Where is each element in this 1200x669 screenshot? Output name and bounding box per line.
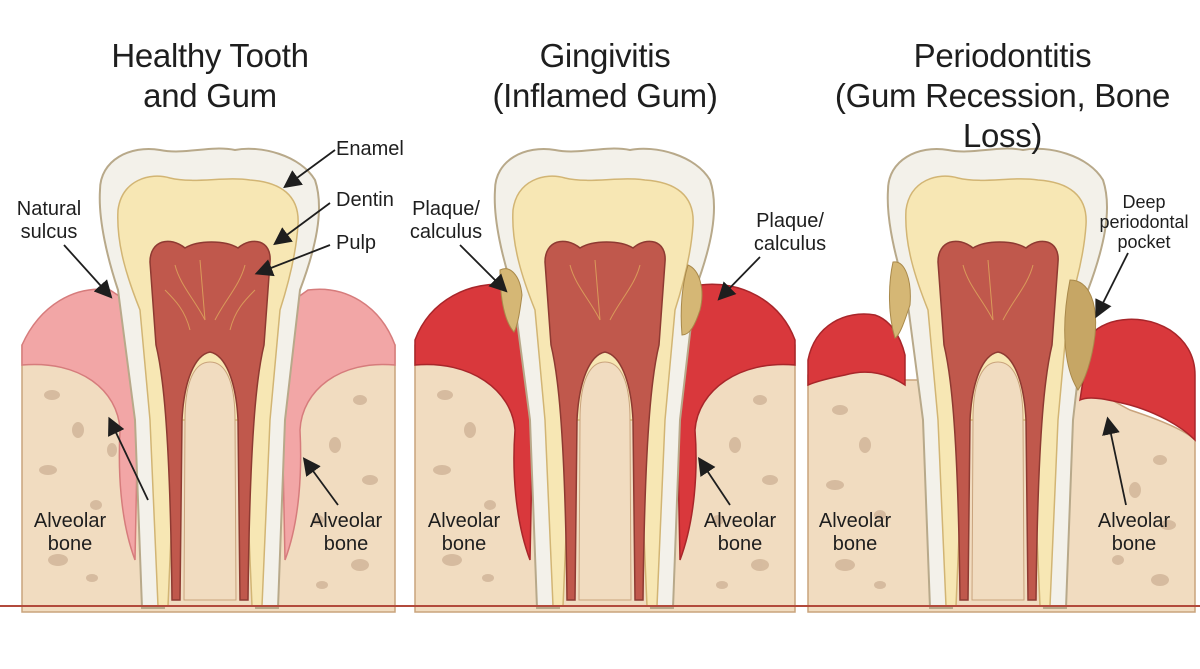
label-natural-sulcus: Natural sulcus [16,198,82,243]
label-alveolar-bone-2-left: Alveolar bone [427,510,501,555]
calculus-pocket-periodontitis [1064,279,1097,391]
label-alveolar-bone-1-right: Alveolar bone [309,510,383,555]
gum-inflamed-right [674,283,796,561]
inner-dentin-healthy [183,361,237,601]
panel-1-title: Healthy Tooth and Gum [60,36,360,116]
arrow-plaque-left [459,244,508,293]
leader-arrows [63,149,1129,506]
panel-3-title-line2: (Gum Recession, Bone Loss) [834,77,1171,154]
label-enamel: Enamel [336,138,404,160]
panel-3-title: Periodontitis (Gum Recession, Bone Loss) [805,36,1200,156]
panel-2-title: Gingivitis (Inflamed Gum) [450,36,760,116]
panel-2-title-line1: Gingivitis [539,37,671,74]
gum-inflamed-left [414,283,536,561]
arrow-dentin [273,202,331,246]
arrow-enamel [283,149,336,189]
label-alveolar-bone-1-left: Alveolar bone [33,510,107,555]
nerves-gingivitis [569,259,641,321]
pulp-healthy [149,240,271,601]
arrow-pulp [254,244,331,277]
arrow-alveolar-right-2 [698,457,731,506]
panel-3-title-line1: Periodontitis [913,37,1092,74]
label-alveolar-bone-3-left: Alveolar bone [818,510,892,555]
label-plaque-right: Plaque/ calculus [753,210,827,255]
gum-receded-left [807,313,906,387]
label-dentin: Dentin [336,189,394,211]
gum-healthy-right [279,288,396,561]
arrow-alveolar-right-3 [1102,416,1127,506]
arrow-alveolar-left-1 [108,416,149,501]
plaque-left-periodontitis [888,261,911,339]
arrow-deep-pocket [1095,252,1129,319]
nerves-periodontitis [962,259,1034,321]
panel-healthy [0,147,420,613]
panel-1-title-line2: and Gum [143,77,277,114]
plaque-right-gingivitis [680,264,703,336]
arrow-alveolar-right-1 [302,457,339,506]
panel-periodontitis [805,147,1200,613]
pulp-periodontitis [937,240,1059,601]
label-deep-pocket: Deep periodontal pocket [1099,192,1189,252]
panel-1-title-line1: Healthy Tooth [111,37,309,74]
label-alveolar-bone-3-right: Alveolar bone [1097,510,1171,555]
label-alveolar-bone-2-right: Alveolar bone [703,510,777,555]
nerves-healthy [164,259,256,331]
arrow-plaque-right [717,256,761,301]
label-plaque-left: Plaque/ calculus [409,198,483,243]
inner-dentin-gingivitis [578,361,632,601]
gum-healthy-left [21,288,141,561]
panel-gingivitis [410,147,805,613]
pulp-gingivitis [544,240,666,601]
arrow-natural-sulcus [63,244,113,299]
panel-2-title-line2: (Inflamed Gum) [492,77,718,114]
label-pulp: Pulp [336,232,377,254]
gum-receded-right [1079,318,1196,442]
inner-dentin-periodontitis [971,361,1025,601]
